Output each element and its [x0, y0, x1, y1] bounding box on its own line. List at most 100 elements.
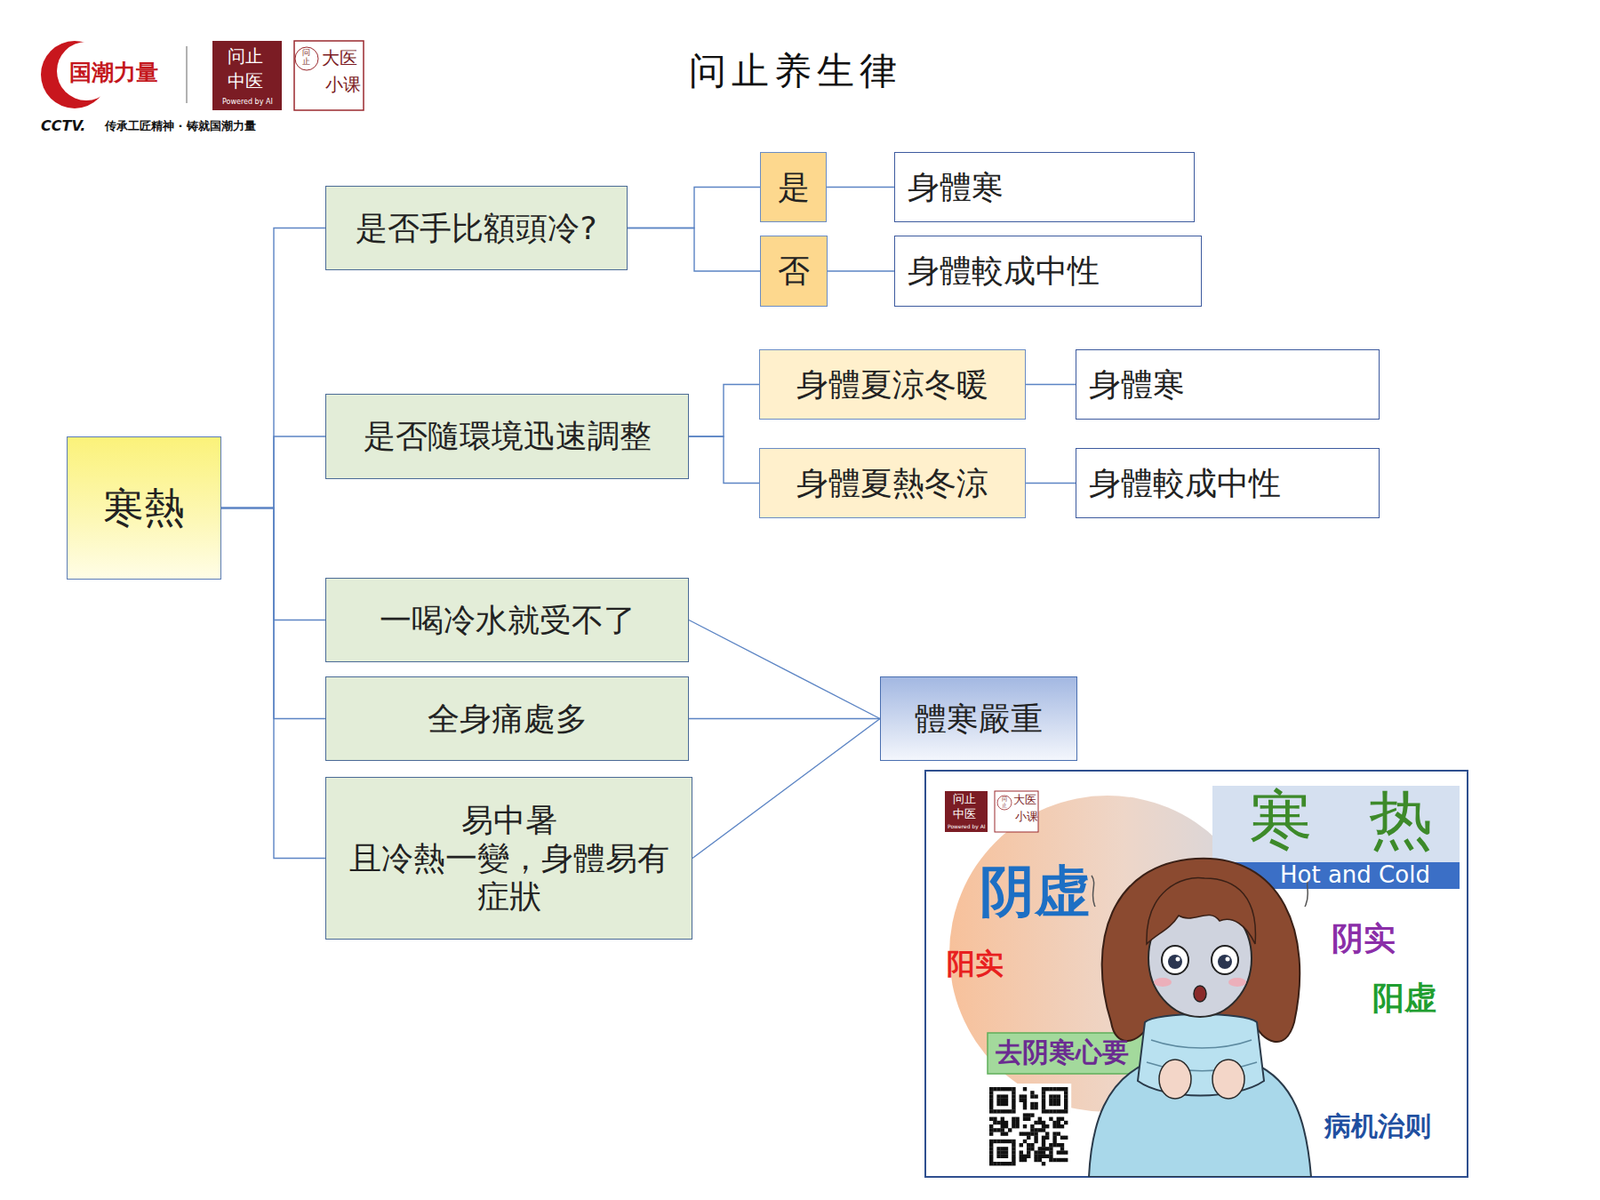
connector-line — [1025, 384, 1076, 385]
qr-cell — [1045, 1109, 1049, 1113]
illustration-tag: 去阴寒心要 — [995, 1039, 1129, 1066]
qr-cell — [1045, 1154, 1049, 1159]
qr-cell — [996, 1146, 1000, 1151]
qr-cell — [1041, 1161, 1046, 1166]
qr-cell — [1011, 1143, 1016, 1147]
logo-separator — [185, 46, 188, 104]
qr-cell — [989, 1143, 993, 1147]
qr-cell — [1038, 1158, 1042, 1162]
qr-cell — [1033, 1131, 1038, 1136]
iris — [1168, 954, 1183, 969]
qr-cell — [1048, 1154, 1053, 1159]
qr-cell — [1064, 1094, 1068, 1098]
qr-cell — [996, 1128, 1000, 1132]
qr-cell — [1004, 1139, 1008, 1144]
qr-cell — [1045, 1124, 1049, 1128]
connector-line — [688, 436, 760, 484]
qr-cell — [1060, 1150, 1064, 1154]
symptom-box: 全身痛處多 — [325, 676, 689, 761]
qr-cell — [1041, 1087, 1046, 1091]
logo-text: 大医 — [1013, 793, 1037, 808]
qr-cell — [996, 1094, 1000, 1098]
node-text: 身體夏熱冬涼 — [796, 464, 989, 503]
qr-cell — [1052, 1109, 1056, 1113]
qr-cell — [1064, 1150, 1068, 1154]
qr-cell — [1033, 1102, 1038, 1106]
qr-cell — [1015, 1120, 1019, 1125]
qr-cell — [1033, 1094, 1038, 1098]
qr-cell — [1023, 1124, 1027, 1128]
qr-cell — [1030, 1131, 1034, 1136]
result-box: 身體寒 — [894, 152, 1195, 223]
qr-cell — [1041, 1146, 1046, 1151]
qr-cell — [996, 1102, 1000, 1106]
illustration-word: 阴虚 — [979, 864, 1090, 920]
qr-cell — [1000, 1131, 1005, 1136]
qr-cell — [989, 1158, 993, 1162]
qr-cell — [1056, 1131, 1061, 1136]
qr-cell — [1023, 1105, 1027, 1110]
qr-cell — [1056, 1143, 1061, 1147]
qr-cell — [1048, 1143, 1053, 1147]
connector-line — [627, 187, 760, 229]
qr-cell — [1048, 1146, 1053, 1151]
connector-line — [692, 719, 880, 859]
qr-cell — [1038, 1120, 1042, 1125]
qr-cell — [992, 1128, 997, 1132]
qr-cell — [1004, 1098, 1008, 1103]
node-text: 寒熱 — [103, 483, 185, 533]
qr-cell — [989, 1139, 993, 1144]
qr-cell — [1011, 1098, 1016, 1103]
qr-cell — [1026, 1143, 1031, 1147]
logo-text: 问止 — [227, 46, 264, 67]
node-text: 身體較成中性 — [907, 251, 1100, 290]
qr-cell — [1011, 1117, 1016, 1121]
node-text: 一喝冷水就受不了 — [379, 600, 636, 640]
qr-cell — [1030, 1128, 1034, 1132]
qr-cell — [1011, 1090, 1016, 1095]
connector-line — [221, 508, 326, 859]
qr-cell — [1045, 1146, 1049, 1151]
logo-text: Powered by AI — [947, 824, 986, 831]
illustration-word: 阳实 — [946, 949, 1004, 978]
qr-cell — [1033, 1139, 1038, 1144]
qr-cell — [1064, 1102, 1068, 1106]
qr-cell — [989, 1146, 993, 1151]
blush — [1228, 977, 1247, 987]
qr-cell — [989, 1154, 993, 1159]
qr-cell — [1008, 1128, 1012, 1132]
qr-cell — [1023, 1087, 1027, 1091]
qr-cell — [1000, 1128, 1005, 1132]
qr-cell — [1048, 1150, 1053, 1154]
illustration-frame — [925, 770, 1468, 1177]
answer-box: 身體夏熱冬涼 — [759, 448, 1026, 519]
qr-cell — [996, 1161, 1000, 1166]
logo-text: CCTV. — [40, 118, 86, 135]
qr-cell — [1008, 1087, 1012, 1091]
qr-cell — [1023, 1112, 1027, 1117]
qr-cell — [1060, 1117, 1064, 1121]
qr-cell — [1008, 1109, 1012, 1113]
answer-box: 身體夏涼冬暖 — [759, 349, 1026, 420]
qr-cell — [992, 1117, 997, 1121]
qr-cell — [1038, 1154, 1042, 1159]
logo-box — [994, 791, 1039, 832]
qr-cell — [989, 1128, 993, 1132]
qr-cell — [992, 1120, 997, 1125]
qr-cell — [1000, 1154, 1005, 1159]
qr-cell — [1052, 1124, 1056, 1128]
eye-shine — [1176, 957, 1181, 962]
qr-cell — [1060, 1146, 1064, 1151]
qr-cell — [1000, 1150, 1005, 1154]
qr-cell — [1026, 1136, 1031, 1140]
qr-cell — [1048, 1098, 1053, 1103]
qr-cell — [1052, 1139, 1056, 1144]
qr-cell — [1056, 1117, 1061, 1121]
qr-cell — [1019, 1143, 1024, 1147]
qr-cell — [1004, 1102, 1008, 1106]
qr-cell — [1041, 1094, 1046, 1098]
qr-cell — [1045, 1136, 1049, 1140]
qr-cell — [1041, 1139, 1046, 1144]
qr-cell — [1056, 1150, 1061, 1154]
qr-cell — [1064, 1098, 1068, 1103]
